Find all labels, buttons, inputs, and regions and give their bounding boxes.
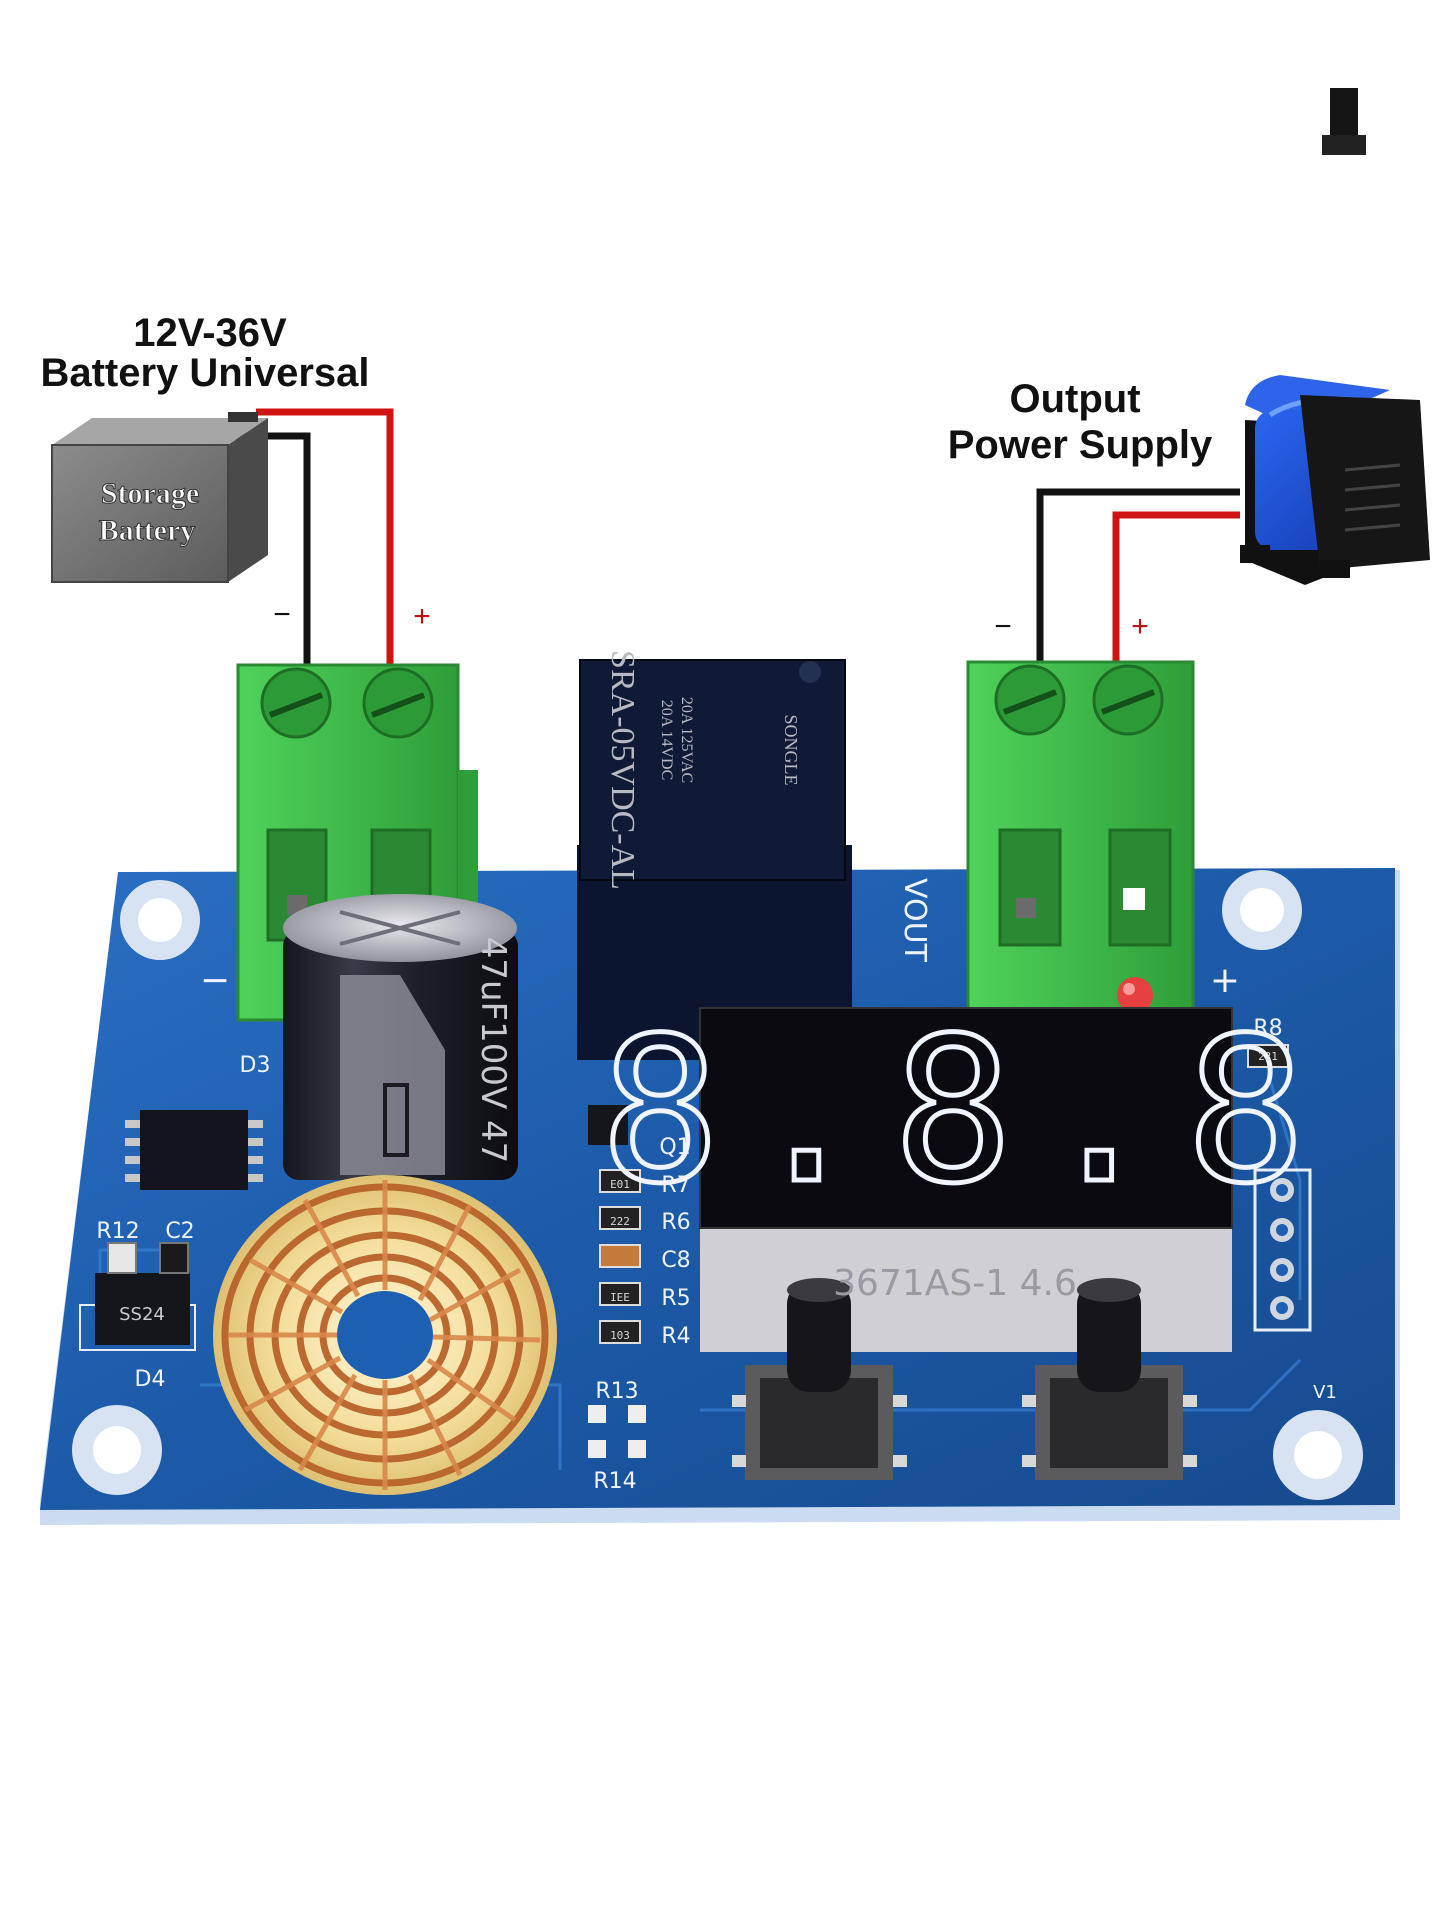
relay-brand: SONGLE xyxy=(781,715,801,786)
display-part-number: 3671AS-1 4.6 xyxy=(833,1263,1077,1304)
input-plus-sign: + xyxy=(413,600,431,633)
smd-component xyxy=(107,1044,1289,1458)
mounting-hole xyxy=(1222,870,1302,950)
relay-rating-2: 20A 125VAC xyxy=(678,697,695,783)
pcb-label-r5: R5 xyxy=(661,1286,690,1311)
output-label-line1: Output xyxy=(1009,377,1141,421)
output-terminal-block xyxy=(966,660,1195,1034)
tactile-button-right xyxy=(1022,1278,1197,1480)
pcb-vout-plus: + xyxy=(1210,960,1240,1001)
pcb-label-vout: VOUT xyxy=(897,878,932,963)
output-label-line2: Power Supply xyxy=(947,423,1213,467)
input-voltage-label: 12V-36V xyxy=(133,311,287,355)
relay-rating-1: 20A 14VDC xyxy=(658,700,675,780)
pcb-label-c2: C2 xyxy=(165,1219,194,1244)
resistor-code-r4: 103 xyxy=(610,1329,630,1342)
mounting-hole xyxy=(1273,1410,1363,1500)
battery-icon xyxy=(51,412,268,583)
resistor-code-r6: 222 xyxy=(610,1215,630,1228)
pcb-label-c8: C8 xyxy=(661,1248,690,1273)
pcb-label-q1: Q1 xyxy=(659,1135,690,1160)
pcb-label-d3: D3 xyxy=(240,1053,271,1078)
diode-ss24 xyxy=(79,1273,196,1351)
screw-terminal xyxy=(362,667,434,739)
pcb-label-r14: R14 xyxy=(593,1469,636,1494)
resistor-code-r5: IEE xyxy=(610,1291,630,1304)
battery-label-line1: Storage xyxy=(101,477,199,510)
battery-label-line2: Battery xyxy=(99,514,196,547)
output-wires xyxy=(1036,488,1240,668)
resistor-code-r8: 221 xyxy=(1258,1050,1278,1063)
pcb-vin-minus: − xyxy=(200,960,230,1001)
pcb-label-v1: V1 xyxy=(1313,1382,1337,1403)
ic-chip xyxy=(125,1110,263,1190)
pcb-label-r12: R12 xyxy=(96,1219,139,1244)
input-battery-label: Battery Universal xyxy=(40,351,370,395)
status-led xyxy=(1117,977,1153,1013)
mounting-hole xyxy=(120,880,200,960)
pcb-label-r8: R8 xyxy=(1253,1016,1282,1041)
pcb-label-ss24: SS24 xyxy=(119,1304,165,1325)
resistor-code-r7: E01 xyxy=(610,1178,630,1191)
toroidal-inductor xyxy=(213,1175,557,1495)
display-digits: 8.8.8 xyxy=(600,995,1332,1228)
input-minus-sign: − xyxy=(273,598,291,631)
pcb-label-r13: R13 xyxy=(595,1379,638,1404)
pin-header xyxy=(1253,1168,1312,1332)
pcb-label-r6: R6 xyxy=(661,1210,690,1235)
screw-terminal xyxy=(260,667,332,739)
screw-terminal xyxy=(1092,664,1164,736)
pcb-label-r4: R4 xyxy=(661,1324,690,1349)
water-pump-icon xyxy=(1240,88,1430,585)
pcb-label-r7: R7 xyxy=(661,1173,690,1198)
tactile-button-left xyxy=(732,1278,907,1480)
pcb-label-d4: D4 xyxy=(135,1367,166,1392)
output-plus-sign: + xyxy=(1131,610,1149,643)
capacitor-value: 47uF100V 47 xyxy=(473,937,513,1164)
screw-terminal xyxy=(994,664,1066,736)
output-minus-sign: − xyxy=(994,610,1012,643)
capacitor xyxy=(283,894,518,1180)
relay-model: SRA-05VDC-AL xyxy=(604,650,641,890)
mounting-hole xyxy=(72,1405,162,1495)
